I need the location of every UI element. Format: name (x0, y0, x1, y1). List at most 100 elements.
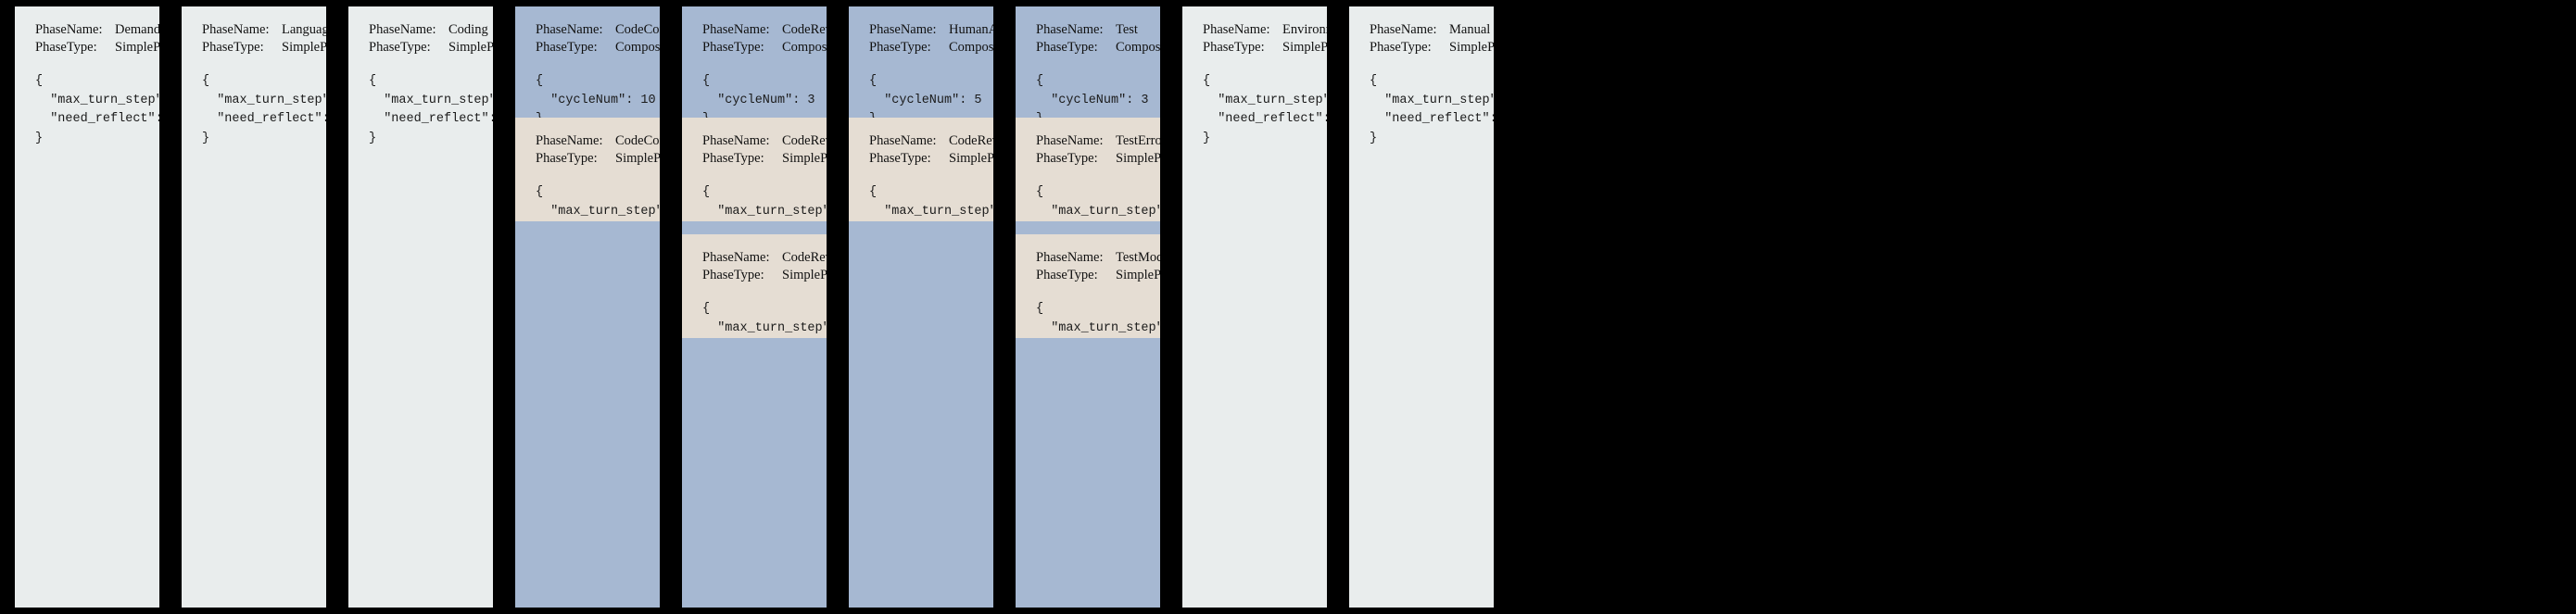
phase-name-row: PhaseName: DemandAnalysis (35, 21, 159, 39)
composed-phase-header: PhaseName:CodeReviewPhaseType:ComposedPh… (682, 6, 827, 118)
phase-name-label: PhaseName: (1036, 133, 1104, 148)
phase-type-row: PhaseType:ComposedPhase (702, 39, 827, 56)
phase-type-row: PhaseType: SimplePhase (202, 39, 326, 56)
phase-name-value: CodeComplete (615, 133, 660, 148)
phase-type-row: PhaseType: SimplePhase (702, 267, 827, 284)
phase-name-row: PhaseName: TestModification (1036, 249, 1160, 267)
sub-phase-block: PhaseName: TestModificationPhaseType: Simp… (1016, 234, 1160, 338)
phase-name-value: LanguageChoose (282, 22, 326, 37)
phase-card[interactable]: PhaseName: DemandAnalysisPhaseType: Simple… (8, 0, 166, 614)
phase-name-row: PhaseName: CodeComplete (536, 132, 660, 150)
phase-name-value: HumanAgentInteraction (949, 22, 993, 37)
phase-name-value: Coding (448, 22, 488, 37)
subphase-divider (682, 221, 827, 234)
phase-type-label: PhaseType: (202, 40, 264, 56)
phase-type-label: PhaseType: (702, 40, 764, 56)
composed-phase-header: PhaseName: CodeCompleteAllPhaseType:Compo… (515, 6, 660, 118)
phase-name-row: PhaseName:CodeReview (702, 21, 827, 39)
phase-card[interactable]: PhaseName: EnvironmentDocPhaseType: Simple… (1176, 0, 1333, 614)
phase-type-row: PhaseType: SimplePhase (35, 39, 159, 56)
phase-config-json: { "cycleNum": 10 } (536, 74, 656, 118)
phase-name-value: DemandAnalysis (115, 22, 159, 37)
phase-name-row: PhaseName: CodeReviewModification (702, 249, 827, 267)
phase-type-value: SimplePhase (1449, 40, 1494, 56)
phase-type-label: PhaseType: (1036, 268, 1098, 283)
sub-phase-block: PhaseName: TestErrorSummaryPhaseType:Simp… (1016, 118, 1160, 221)
phase-card[interactable]: PhaseName:CodeReviewPhaseType:ComposedPh… (676, 0, 833, 614)
phase-type-label: PhaseType: (35, 40, 97, 56)
phase-type-label: PhaseType: (1203, 40, 1265, 56)
phase-name-label: PhaseName: (35, 22, 103, 37)
phase-name-label: PhaseName: (1370, 22, 1437, 37)
phase-type-label: PhaseType: (536, 40, 598, 56)
phase-name-label: PhaseName: (536, 133, 603, 148)
phase-name-label: PhaseName: (1036, 250, 1104, 265)
phase-config-json: { "max_turn_step": 1, "need_reflect": "F… (536, 185, 660, 219)
phase-name-value: CodeCompleteAll (615, 22, 660, 37)
phase-type-row: PhaseType: ComposedPhase (1036, 39, 1160, 56)
phase-name-value: TestModification (1116, 250, 1160, 265)
phase-name-label: PhaseName: (869, 22, 937, 37)
phase-type-label: PhaseType: (369, 40, 431, 56)
phase-type-value: SimplePhase (615, 151, 660, 167)
composed-phase-footer (682, 338, 827, 608)
sub-phase-block: PhaseName:CodeCompletePhaseType:SimplePh… (515, 118, 660, 221)
phase-type-row: PhaseType:SimplePhase (1036, 150, 1160, 168)
phase-name-row: PhaseName:LanguageChoose (202, 21, 326, 39)
phase-config-json: { "max_turn_step": 1, "need_reflect": "F… (1370, 74, 1494, 145)
phase-type-row: PhaseType:ComposedPhase (869, 39, 993, 56)
phase-name-row: PhaseName: CodeCompleteAll (536, 21, 660, 39)
phase-name-value: CodeReviewComment (782, 133, 827, 148)
phase-type-row: PhaseType:ComposedPhase (536, 39, 660, 56)
subphase-divider (1016, 221, 1160, 234)
phase-type-label: PhaseType: (1370, 40, 1432, 56)
phase-name-label: PhaseName: (369, 22, 436, 37)
phase-name-row: PhaseName: Coding (369, 21, 488, 39)
phase-name-value: CodeReviewModification (782, 250, 827, 265)
phase-type-label: PhaseType: (1036, 40, 1098, 56)
phase-name-value: TestErrorSummary (1116, 133, 1160, 148)
phase-type-label: PhaseType: (869, 151, 931, 167)
composed-phase-footer (1016, 338, 1160, 608)
phase-type-row: PhaseType: SimplePhase (869, 150, 993, 168)
phase-config-json: { "max_turn_step": -1, "need_reflect": "… (35, 74, 159, 145)
phase-type-value: SimplePhase (782, 268, 827, 283)
phase-type-value: SimplePhase (1282, 40, 1327, 56)
phase-config-json: { "max_turn_step": 1, "need_reflect": "F… (702, 185, 827, 219)
phase-name-label: PhaseName: (702, 133, 770, 148)
phase-type-value: ComposedPhase (1116, 40, 1160, 56)
phase-name-value: EnvironmentDoc (1282, 22, 1327, 37)
phase-name-row: PhaseName:Test (1036, 21, 1140, 39)
phase-type-value: SimplePhase (282, 40, 326, 56)
composed-phase-header: PhaseName: HumanAgentInteractionPhaseType… (849, 6, 993, 118)
phase-type-value: SimplePhase (949, 151, 993, 167)
phase-type-row: PhaseType:SimplePhase (369, 39, 493, 56)
phase-name-value: Test (1116, 22, 1138, 37)
phase-name-label: PhaseName: (1203, 22, 1270, 37)
phase-card[interactable]: PhaseName:LanguageChoosePhaseType: Simple… (175, 0, 333, 614)
phase-type-value: SimplePhase (1116, 268, 1160, 283)
phase-type-label: PhaseType: (702, 268, 764, 283)
phase-type-value: SimplePhase (115, 40, 159, 56)
phase-name-label: PhaseName: (702, 22, 770, 37)
composed-phase-footer (849, 221, 993, 608)
phase-card[interactable]: PhaseName: CodeCompleteAllPhaseType:Compo… (509, 0, 666, 614)
phase-name-label: PhaseName: (702, 250, 770, 265)
phase-name-value: CodeReviewHuman (949, 133, 993, 148)
phase-name-row: PhaseName: EnvironmentDoc (1203, 21, 1327, 39)
phase-type-label: PhaseType: (702, 151, 764, 167)
phase-name-row: PhaseName: HumanAgentInteraction (869, 21, 993, 39)
sub-phase-block: PhaseName:CodeReviewHumanPhaseType:Simpl… (849, 118, 993, 221)
phase-name-row: PhaseName: CodeReviewComment (702, 132, 827, 150)
sub-phase-block: PhaseName: CodeReviewCommentPhaseType: Sim… (682, 118, 827, 221)
phase-card[interactable]: PhaseName: HumanAgentInteractionPhaseType… (842, 0, 1000, 614)
phase-name-value: Manual (1449, 22, 1491, 37)
phase-type-value: SimplePhase (782, 151, 827, 167)
phase-name-label: PhaseName: (536, 22, 603, 37)
